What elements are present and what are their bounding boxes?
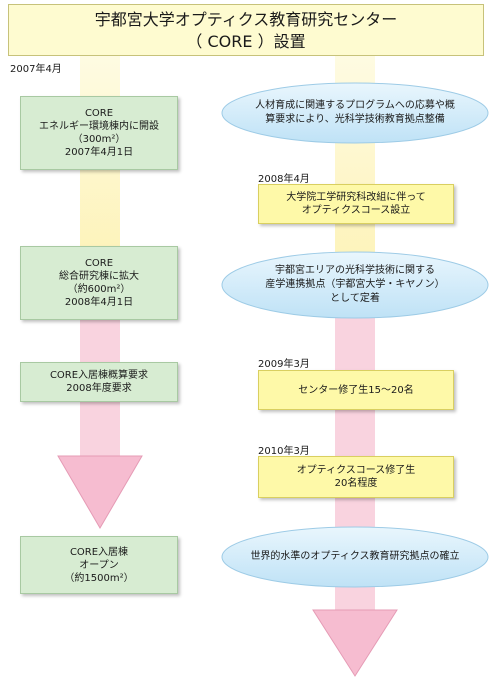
- left-box-4-line: CORE入居棟: [69, 546, 129, 558]
- left-box-4-line: （約1500m²）: [64, 572, 134, 584]
- ellipse-shape-1: [221, 82, 489, 144]
- left-box-2-line: 総合研究棟に拡大: [59, 271, 139, 282]
- right-box-2010-line: 20名程度: [334, 478, 378, 489]
- right-box-2008: 大学院工学研究科改組に伴って オプティクスコース設立: [258, 184, 454, 224]
- date-label-2010: 2010年3月: [258, 446, 310, 457]
- right-ellipse-2: 宇都宮エリアの光科学技術に関する 産学連携拠点（宇都宮大学・キヤノン） として定…: [222, 252, 488, 318]
- ellipse-shape-3: [221, 526, 489, 588]
- left-box-3-line: CORE入居棟概算要求: [49, 370, 149, 381]
- left-arrowhead: [57, 455, 143, 529]
- left-box-1-line: エネルギー環境棟内に開設: [39, 121, 159, 132]
- ellipse-shape-2: [221, 251, 489, 319]
- right-ellipse-3-line: 世界的水準のオプティクス教育研究拠点の確立: [250, 551, 460, 562]
- date-label-2009: 2009年3月: [258, 359, 310, 370]
- right-box-2009: センター修了生15～20名: [258, 370, 454, 410]
- right-arrowhead: [312, 609, 398, 677]
- right-ellipse-2-line: として定着: [330, 293, 380, 304]
- right-ellipse-2-line: 産学連携拠点（宇都宮大学・キヤノン）: [265, 279, 445, 290]
- left-box-4: CORE入居棟 オープン （約1500m²）: [20, 536, 178, 594]
- right-ellipse-2-line: 宇都宮エリアの光科学技術に関する: [275, 265, 435, 276]
- right-ellipse-1: 人材育成に関連するプログラムへの応募や概 算要求により、光科学技術教育拠点整備: [222, 83, 488, 143]
- title-line1: 宇都宮大学オプティクス教育研究センター: [94, 10, 398, 29]
- right-ellipse-1-line: 算要求により、光科学技術教育拠点整備: [265, 114, 445, 125]
- left-box-3-line: 2008年度要求: [66, 383, 132, 394]
- left-box-2-line: CORE: [84, 258, 114, 269]
- left-box-4-line: オープン: [79, 559, 119, 571]
- left-box-1-line: （300m²）: [72, 134, 126, 145]
- left-box-2-line: 2008年4月1日: [64, 297, 134, 308]
- right-ellipse-3: 世界的水準のオプティクス教育研究拠点の確立: [222, 527, 488, 587]
- left-box-2-line: （約600m²）: [67, 284, 131, 295]
- left-box-3: CORE入居棟概算要求 2008年度要求: [20, 362, 178, 402]
- title-line2: （ CORE ）設置: [186, 32, 306, 51]
- right-box-2008-line: 大学院工学研究科改組に伴って: [286, 192, 426, 203]
- right-box-2010: オプティクスコース修了生 20名程度: [258, 456, 454, 498]
- right-box-2010-line: オプティクスコース修了生: [296, 465, 416, 476]
- left-box-1: CORE エネルギー環境棟内に開設 （300m²） 2007年4月1日: [20, 96, 178, 170]
- right-box-2008-line: オプティクスコース設立: [301, 205, 411, 216]
- date-label-top: 2007年4月: [10, 64, 62, 75]
- left-box-1-line: 2007年4月1日: [64, 147, 134, 158]
- title-box: 宇都宮大学オプティクス教育研究センター （ CORE ）設置: [8, 4, 484, 56]
- left-box-2: CORE 総合研究棟に拡大 （約600m²） 2008年4月1日: [20, 246, 178, 320]
- right-box-2009-line: センター修了生15～20名: [298, 384, 414, 396]
- left-box-1-line: CORE: [84, 108, 114, 119]
- right-ellipse-1-line: 人材育成に関連するプログラムへの応募や概: [255, 100, 455, 111]
- date-label-2008: 2008年4月: [258, 174, 310, 185]
